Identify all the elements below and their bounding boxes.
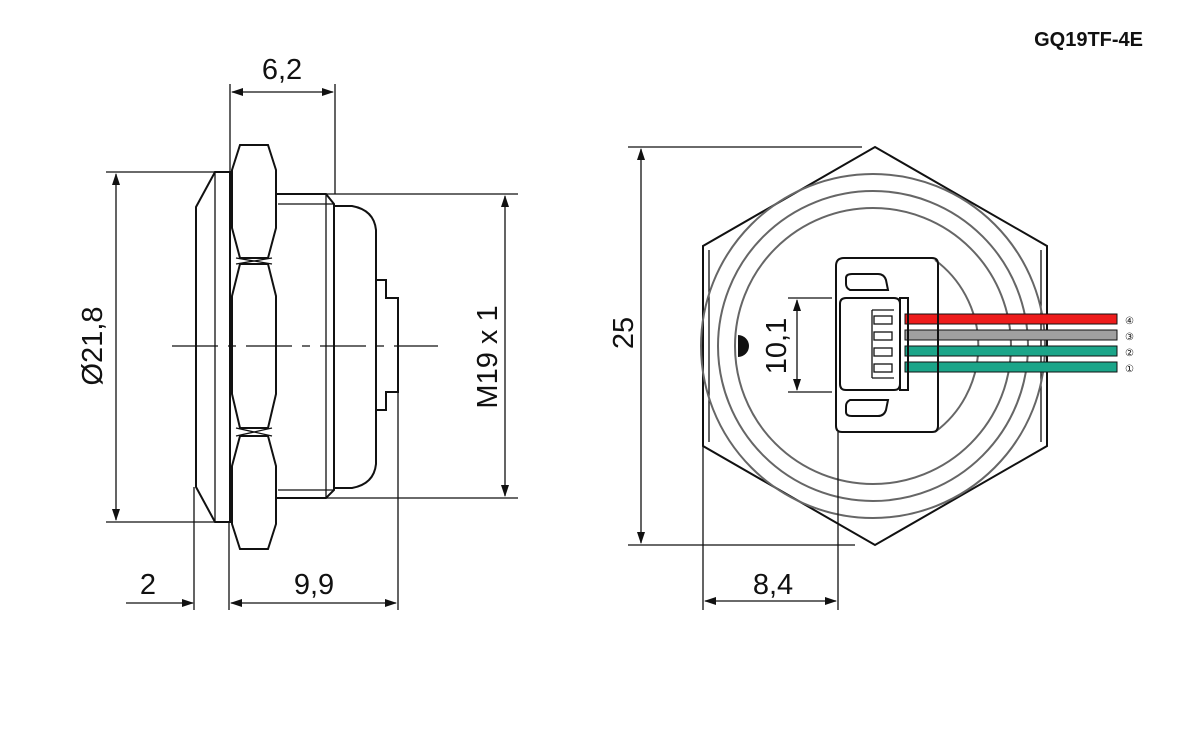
hex-outline	[702, 145, 1048, 547]
dim-depth: 8,4	[753, 569, 793, 601]
wire-4	[904, 313, 1118, 325]
rear-dimensions: 25 10,1 8,4	[608, 146, 862, 610]
dim-diameter: Ø21,8	[77, 307, 109, 386]
wire-2	[904, 345, 1118, 357]
part-number-title: GQ19TF-4E	[1034, 29, 1143, 51]
wire-1	[904, 361, 1118, 373]
wire-3-number: ③	[1125, 332, 1134, 343]
rear-cap	[334, 205, 377, 489]
side-view: 6,2 Ø21,8 M19 x 1 2 9,9	[77, 54, 518, 610]
dim-top-width: 6,2	[262, 54, 302, 86]
index-notch	[738, 335, 749, 357]
front-bezel	[195, 171, 231, 523]
connector-housing	[835, 257, 939, 433]
wire-1-number: ①	[1125, 364, 1134, 375]
wire-2-number: ②	[1125, 348, 1134, 359]
wire-3	[904, 329, 1118, 341]
wire-group: ④ ③ ② ①	[904, 313, 1134, 375]
dim-body-length: 9,9	[294, 569, 334, 601]
connector-stub	[376, 279, 399, 411]
dim-front-thickness: 2	[140, 569, 156, 601]
dim-thread: M19 x 1	[472, 305, 504, 408]
dim-hex-size: 25	[608, 317, 640, 349]
wire-4-number: ④	[1125, 316, 1134, 327]
hex-nut-profile	[231, 144, 277, 550]
dim-connector-height: 10,1	[761, 318, 793, 374]
